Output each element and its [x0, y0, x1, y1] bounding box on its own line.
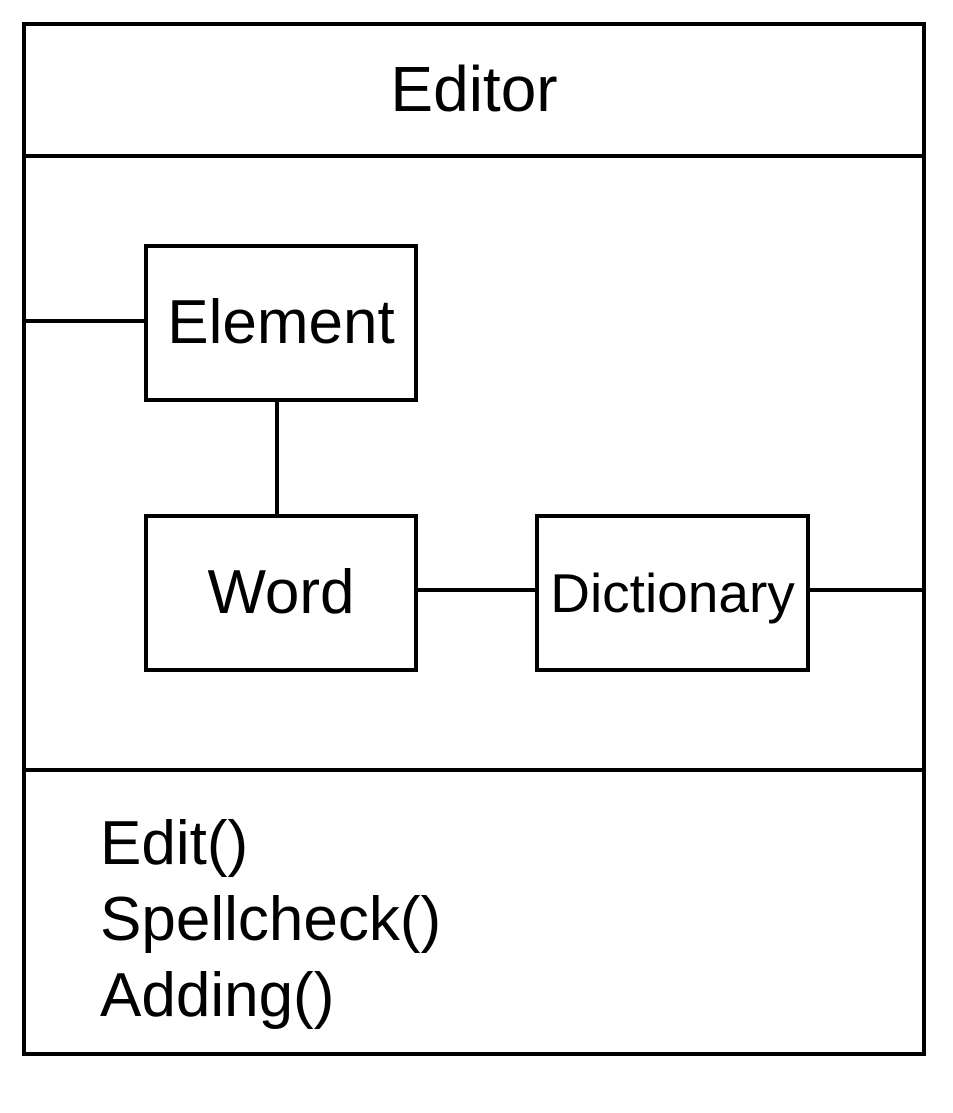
class-border-bottom — [22, 1052, 926, 1056]
connector-frame-to-element — [24, 319, 146, 323]
dictionary-box: Dictionary — [535, 514, 810, 672]
method-edit: Edit() — [100, 809, 249, 878]
connector-word-to-dictionary — [414, 588, 538, 592]
compartment-divider-name — [22, 154, 926, 158]
connector-element-to-word — [275, 398, 279, 516]
word-box: Word — [144, 514, 418, 672]
class-border-left — [22, 22, 26, 1056]
connector-dictionary-to-frame — [806, 588, 924, 592]
class-border-top — [22, 22, 926, 26]
element-box: Element — [144, 244, 418, 402]
method-adding: Adding() — [100, 961, 335, 1030]
class-name: Editor — [390, 53, 558, 125]
method-spellcheck: Spellcheck() — [100, 885, 442, 954]
compartment-divider-methods — [22, 768, 926, 772]
class-border-right — [922, 22, 926, 1056]
methods-list: Edit() Spellcheck() Adding() — [100, 806, 900, 1034]
